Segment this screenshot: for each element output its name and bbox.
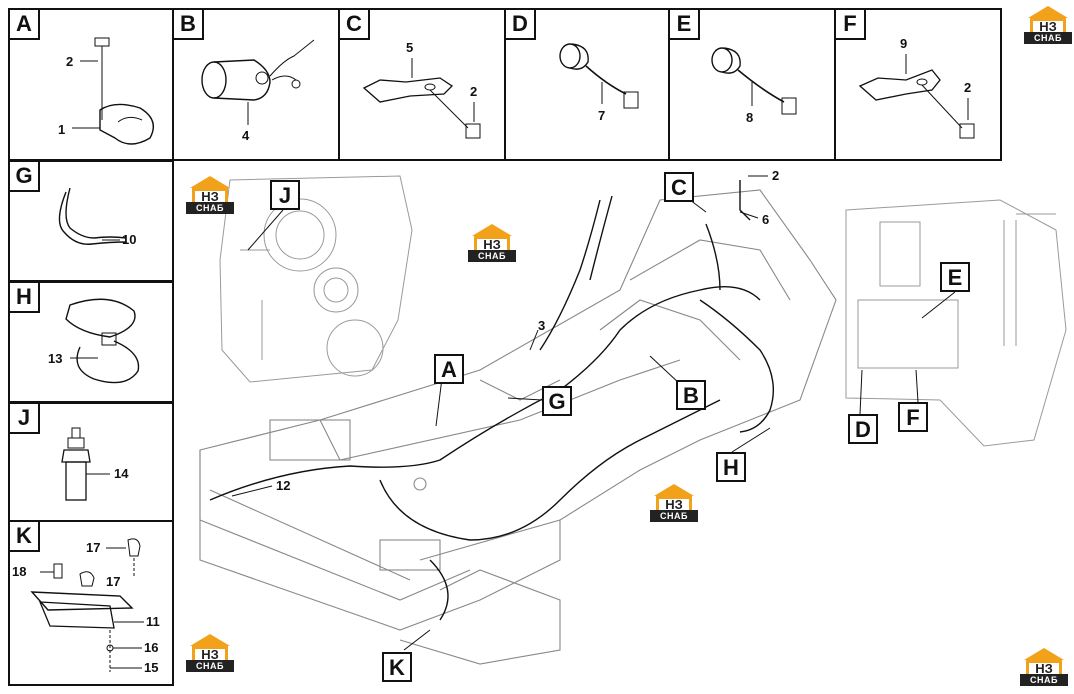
bracket-drawing xyxy=(362,58,481,139)
part-number: 17 xyxy=(106,574,121,589)
part-number: 2 xyxy=(772,168,780,183)
cable-tie-drawing xyxy=(58,187,127,245)
panel-letter: E xyxy=(670,10,700,40)
part-number: 17 xyxy=(86,540,101,555)
part-number: 13 xyxy=(48,351,63,366)
callout-h: H xyxy=(716,452,746,482)
callout-g: G xyxy=(542,386,572,416)
harness-drawing xyxy=(559,43,639,109)
part-number: 2 xyxy=(66,54,74,69)
bracket-drawing xyxy=(858,54,975,139)
callout-b: B xyxy=(676,380,706,410)
part-number: 11 xyxy=(146,614,160,629)
part-number: 7 xyxy=(598,108,606,123)
part-number: 3 xyxy=(538,318,546,333)
sensor-drawing xyxy=(201,39,315,125)
panel-c: C 5 2 xyxy=(338,8,506,161)
callout-j: J xyxy=(270,180,300,210)
part-number: 12 xyxy=(276,478,291,493)
panel-h: H 13 xyxy=(8,281,174,403)
panel-b: B 4 xyxy=(172,8,340,161)
part-number: 5 xyxy=(406,40,414,55)
panel-d: D 7 xyxy=(504,8,670,161)
part-number: 18 xyxy=(12,564,27,579)
callout-a: A xyxy=(434,354,464,384)
switch-panel-drawing xyxy=(30,538,144,672)
callout-d: D xyxy=(848,414,878,444)
callout-c: C xyxy=(664,172,694,202)
switch-drawing xyxy=(61,427,110,501)
part-number: 2 xyxy=(964,80,972,95)
part-number: 16 xyxy=(144,640,159,655)
part-number: 4 xyxy=(242,128,250,143)
panel-k: K 17 18 17 11 16 15 xyxy=(8,520,174,686)
harness-drawing xyxy=(711,47,797,115)
panel-a: A 2 1 xyxy=(8,8,174,161)
part-number: 1 xyxy=(58,122,66,137)
part-number: 2 xyxy=(470,84,478,99)
part-number: 10 xyxy=(122,232,137,247)
callout-f: F xyxy=(898,402,928,432)
panel-j: J 14 xyxy=(8,402,174,522)
panel-letter: D xyxy=(506,10,536,40)
panel-letter: C xyxy=(340,10,370,40)
callout-k: K xyxy=(382,652,412,682)
panel-letter: G xyxy=(10,162,40,192)
part-number: 8 xyxy=(746,110,754,125)
panel-f: F 9 2 xyxy=(834,8,1002,161)
panel-letter: K xyxy=(10,522,40,552)
panel-letter: H xyxy=(10,283,40,313)
panel-letter: B xyxy=(174,10,204,40)
part-number: 6 xyxy=(762,212,770,227)
panel-e: E 8 xyxy=(668,8,836,161)
panel-letter: A xyxy=(10,10,40,40)
panel-letter: J xyxy=(10,404,40,434)
panel-g: G 10 xyxy=(8,160,174,282)
part-number: 15 xyxy=(144,660,159,675)
panel-letter: F xyxy=(836,10,866,40)
callout-e: E xyxy=(940,262,970,292)
cable-tie-drawing xyxy=(65,298,140,384)
part-number: 14 xyxy=(114,466,129,481)
part-number: 9 xyxy=(900,36,908,51)
clamp-drawing xyxy=(72,37,154,145)
